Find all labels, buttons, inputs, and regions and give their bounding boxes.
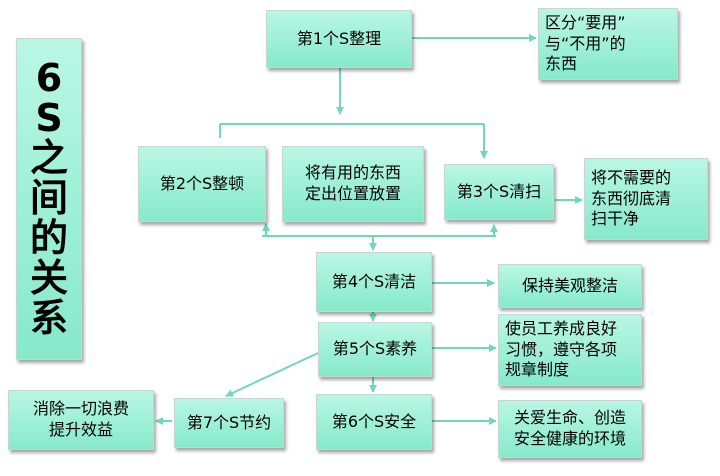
node-s3-desc-text: 将不需要的 东西彻底清 扫干净 <box>591 167 672 229</box>
node-s6: 第6个S安全 <box>316 394 432 450</box>
node-s6-label: 第6个S安全 <box>331 411 417 431</box>
node-s4-desc-text: 保持美观整洁 <box>521 275 618 295</box>
node-s7: 第7个S节约 <box>174 398 284 448</box>
node-s3: 第3个S清扫 <box>444 164 554 220</box>
node-s1: 第1个S整理 <box>266 10 412 68</box>
arrow-s5-to-s7 <box>225 352 319 397</box>
node-s6-desc: 关爱生命、创造 安全健康的环境 <box>498 400 642 458</box>
node-s1-desc: 区分“要用” 与“不用”的 东西 <box>538 8 678 80</box>
node-s4-desc: 保持美观整洁 <box>498 264 642 308</box>
node-s2-desc-text: 将有用的东西 定出位置放置 <box>304 163 401 203</box>
node-s7-label: 第7个S节约 <box>186 412 272 432</box>
node-s4: 第4个S清洁 <box>316 252 432 312</box>
node-s7-desc-text: 消除一切浪费 提升效益 <box>32 399 129 439</box>
node-s5-desc-text: 使员工养成良好 习惯，遵守各项 规章制度 <box>505 318 618 380</box>
node-s3-label: 第3个S清扫 <box>456 181 542 201</box>
node-s3-desc: 将不需要的 东西彻底清 扫干净 <box>584 158 708 240</box>
node-s5-desc: 使员工养成良好 习惯，遵守各项 规章制度 <box>498 314 642 386</box>
node-s1-label: 第1个S整理 <box>296 28 382 48</box>
node-s2-label: 第2个S整顿 <box>159 173 245 193</box>
node-s6-desc-text: 关爱生命、创造 安全健康的环境 <box>513 408 626 448</box>
node-s5-label: 第5个S素养 <box>332 339 418 359</box>
diagram-title-box: 6S之间的关系 <box>16 38 82 360</box>
node-s4-label: 第4个S清洁 <box>331 271 417 291</box>
node-s2-desc: 将有用的东西 定出位置放置 <box>282 146 424 222</box>
node-s1-desc-text: 区分“要用” 与“不用”的 东西 <box>545 12 626 74</box>
node-s7-desc: 消除一切浪费 提升效益 <box>8 390 154 450</box>
node-s2: 第2个S整顿 <box>138 146 266 222</box>
node-s5: 第5个S素养 <box>318 322 432 377</box>
diagram-title: 6S之间的关系 <box>29 56 68 340</box>
